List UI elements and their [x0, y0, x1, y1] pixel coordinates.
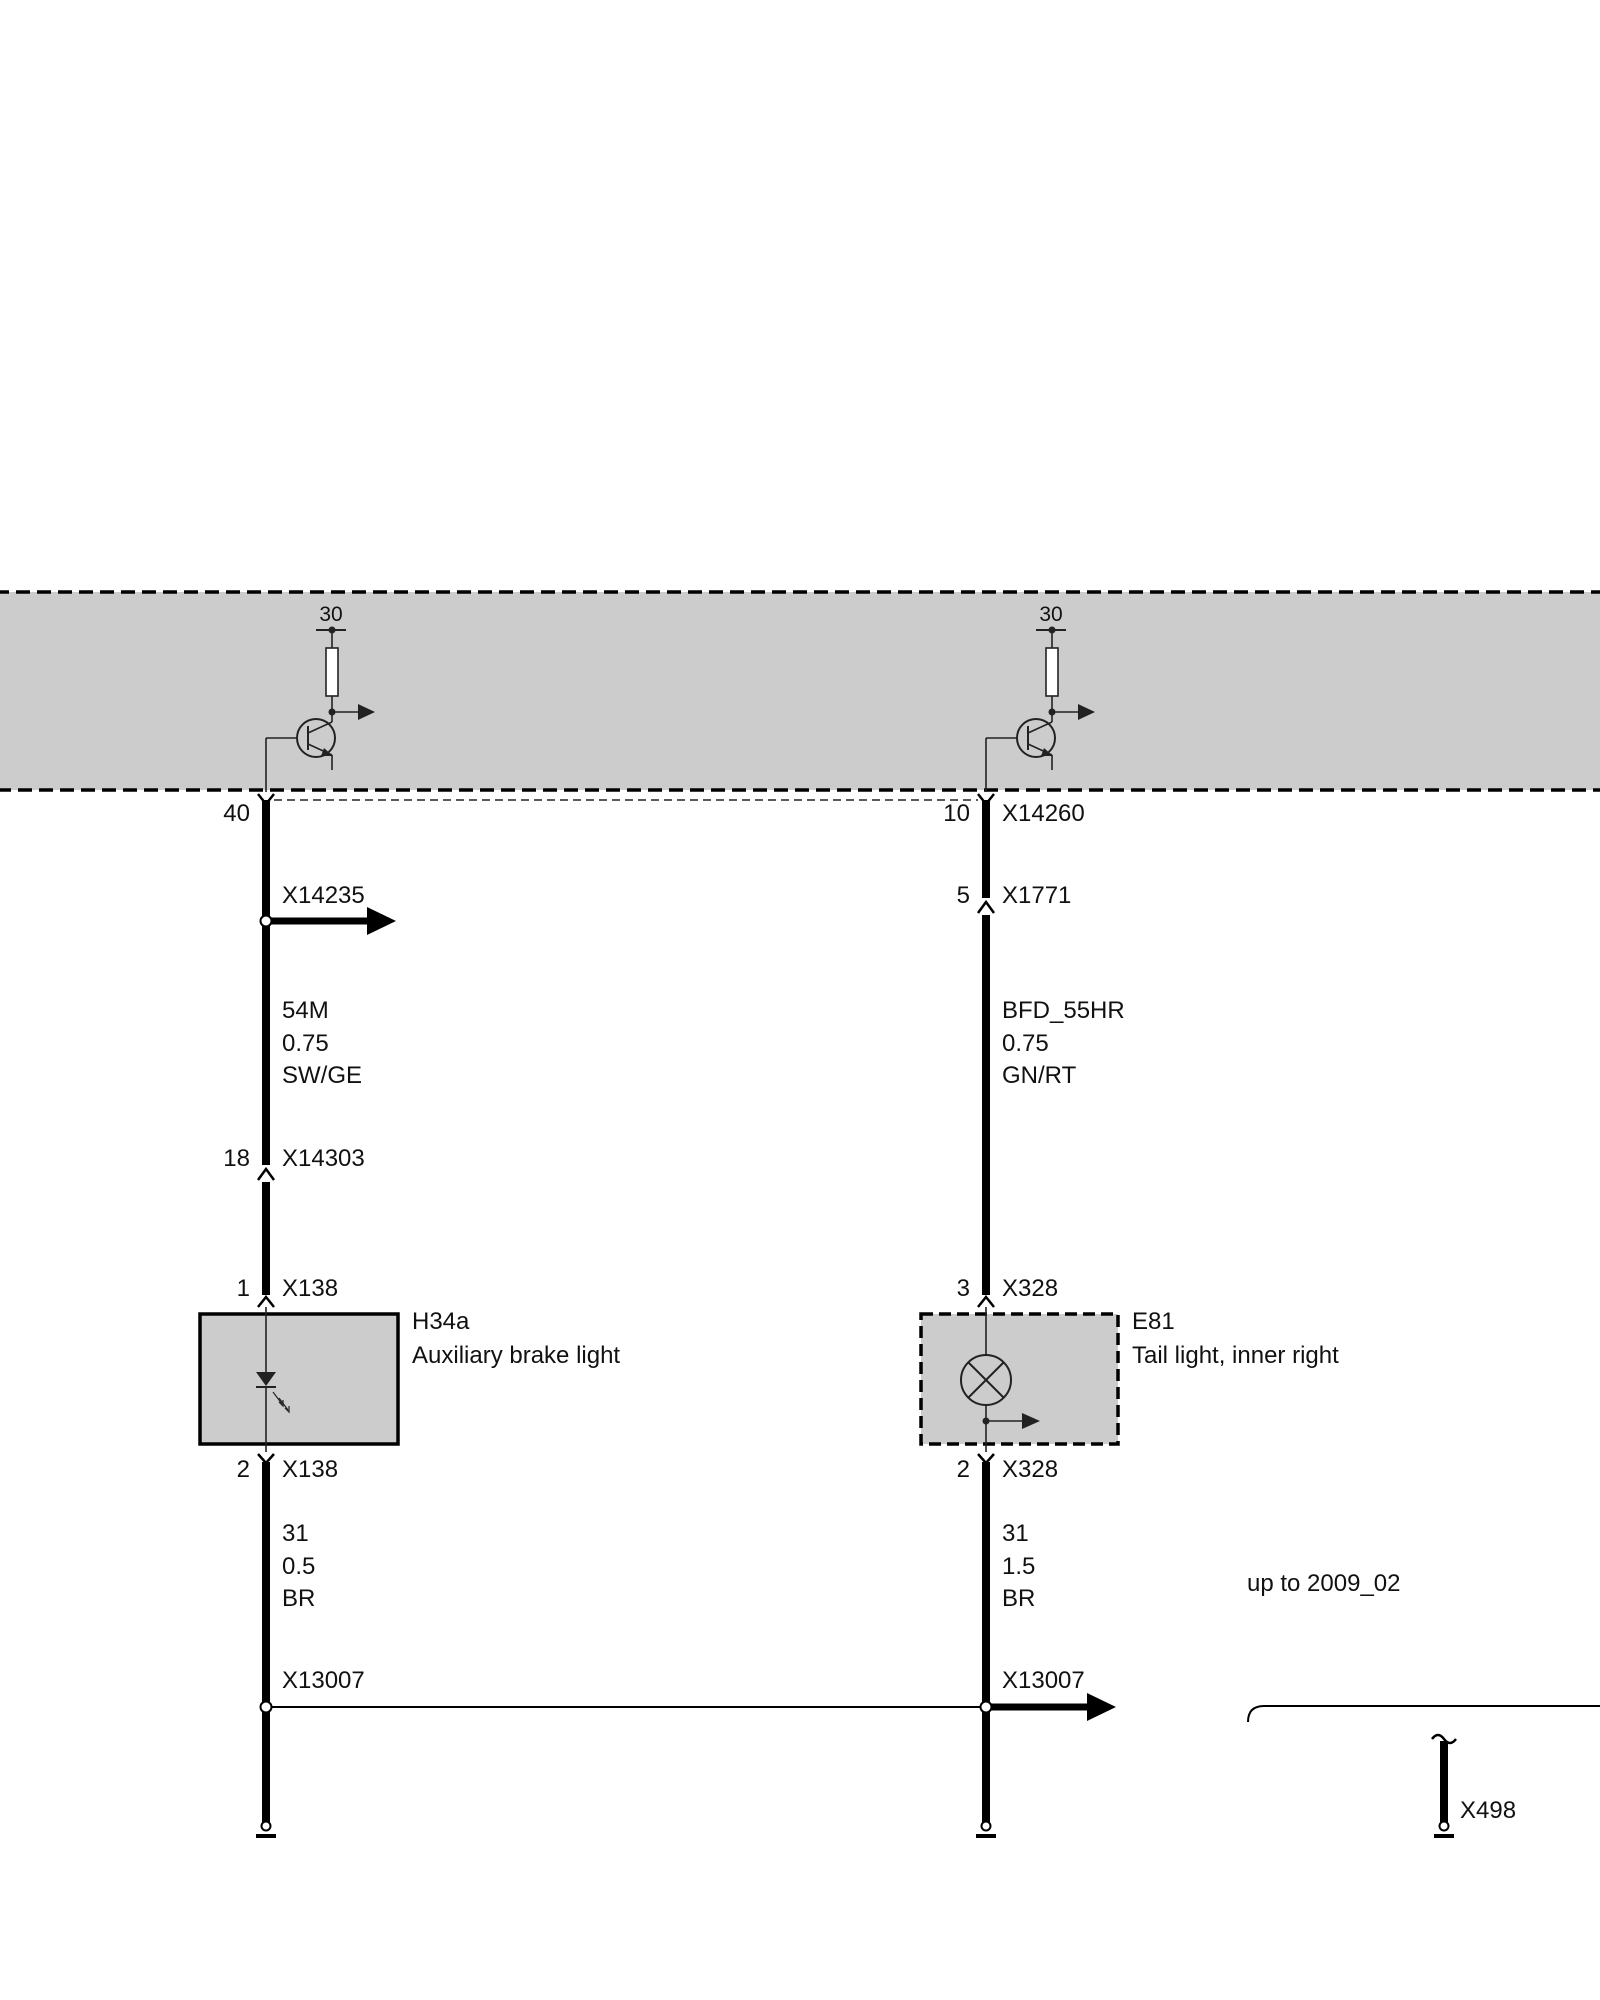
- splice-x14235: [259, 914, 273, 928]
- component-desc-e81: Tail light, inner right: [1132, 1342, 1339, 1369]
- connector-pin-18: 18: [223, 1145, 250, 1172]
- ground-end-icon: [256, 1820, 276, 1838]
- wire2-name-left: 31: [282, 1520, 309, 1547]
- wire1-name-right: BFD_55HR: [1002, 997, 1125, 1024]
- pin-10-label: 10: [943, 800, 970, 827]
- wire2-gauge-left: 0.5: [282, 1553, 315, 1580]
- wire2-color-left: BR: [282, 1585, 315, 1612]
- pin-40-label: 40: [223, 800, 250, 827]
- ground-splice-right: [979, 1700, 993, 1714]
- wire1-gauge-right: 0.75: [1002, 1030, 1049, 1057]
- wire1-name-left: 54M: [282, 997, 329, 1024]
- wire2-color-right: BR: [1002, 1585, 1035, 1612]
- lamp-in-connector-right: X328: [1002, 1275, 1058, 1302]
- ground-splice-label-left: X13007: [282, 1667, 365, 1694]
- right-circuit: 10 X14260 5 X1771 BFD_55HR 0.75 GN/RT 3 …: [919, 793, 1339, 1838]
- ground-end-icon-right: [976, 1820, 996, 1838]
- variant-section: up to 2009_02 X498: [1247, 1570, 1600, 1838]
- wire1-gauge-left: 0.75: [282, 1030, 329, 1057]
- component-id-h34a: H34a: [412, 1308, 470, 1335]
- wire1-color-left: SW/GE: [282, 1062, 362, 1089]
- output-transistor-left: 30: [265, 603, 375, 792]
- variant-bracket: [1247, 1705, 1600, 1723]
- lamp-in-connector: X138: [282, 1275, 338, 1302]
- connector-label-x14260: X14260: [1002, 800, 1085, 827]
- connector-x498: [1431, 1733, 1457, 1838]
- wire2-gauge-right: 1.5: [1002, 1553, 1035, 1580]
- lamp-out-pin: 2: [237, 1456, 250, 1483]
- supply-label-right: 30: [1039, 603, 1062, 626]
- lamp-out-connector-right: X328: [1002, 1456, 1058, 1483]
- lamp-in-pin-right: 3: [957, 1275, 970, 1302]
- connector-label-x1771: X1771: [1002, 882, 1071, 909]
- connector-label-x498: X498: [1460, 1797, 1516, 1824]
- control-unit-box: [0, 590, 1600, 792]
- ground-splice-left: [259, 1700, 273, 1714]
- resistor-right: [1045, 647, 1059, 697]
- variant-note: up to 2009_02: [1247, 1570, 1400, 1597]
- component-id-e81: E81: [1132, 1308, 1175, 1335]
- connector-label-x14303: X14303: [282, 1145, 365, 1172]
- lamp-out-connector: X138: [282, 1456, 338, 1483]
- resistor-left: [325, 647, 339, 697]
- component-box-h34a: [198, 1312, 400, 1446]
- splice-label-x14235: X14235: [282, 882, 365, 909]
- lamp-in-pin: 1: [237, 1275, 250, 1302]
- component-desc-h34a: Auxiliary brake light: [412, 1342, 620, 1369]
- led-icon: [256, 1372, 290, 1452]
- arrow-icon: [367, 907, 396, 935]
- connector-pin-5: 5: [957, 882, 970, 909]
- wire1-color-right: GN/RT: [1002, 1062, 1077, 1089]
- supply-label-left: 30: [319, 603, 342, 626]
- wire2-name-right: 31: [1002, 1520, 1029, 1547]
- arrow-icon-right: [1087, 1693, 1116, 1721]
- control-unit: 30 30: [0, 590, 1600, 792]
- output-transistor-right: 30: [985, 603, 1095, 792]
- component-box-e81: [919, 1312, 1120, 1446]
- ground-splice-label-right: X13007: [1002, 1667, 1085, 1694]
- lamp-out-pin-right: 2: [957, 1456, 970, 1483]
- left-circuit: 40 X14235 54M 0.75 SW/GE 18 X14303 1 X13…: [198, 793, 986, 1838]
